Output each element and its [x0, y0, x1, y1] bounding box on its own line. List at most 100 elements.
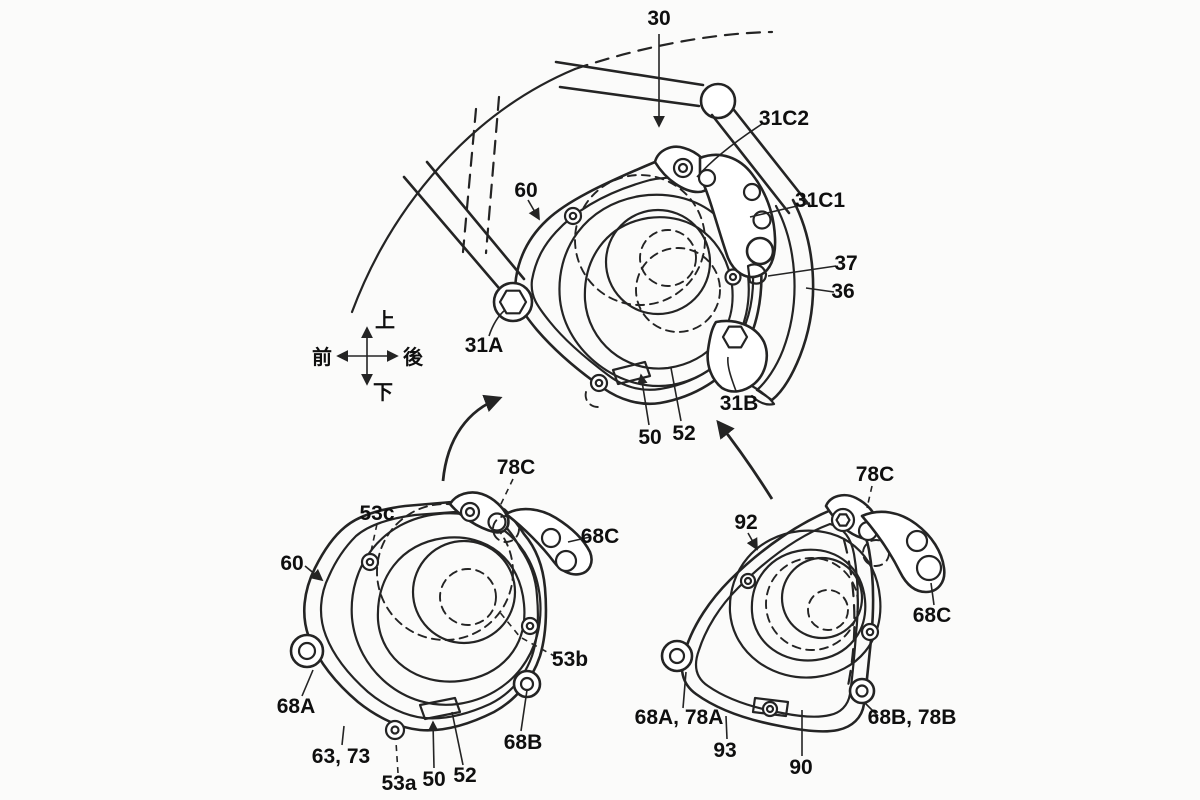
- rim-bolt-bottom: [589, 373, 609, 393]
- member-36-inner-edge: [755, 204, 796, 392]
- bolt-31A-hex: [498, 289, 528, 315]
- label-52-main: 52: [672, 422, 695, 445]
- leader-50-left: [427, 720, 439, 769]
- bracket-31C2-bolt-center: [677, 162, 689, 174]
- label-92: 92: [734, 511, 757, 534]
- left-bolt-top-center: [365, 557, 375, 567]
- label-68C-left: 68C: [581, 525, 620, 548]
- right-cover-bulge-inner: [750, 548, 867, 662]
- left-bracket-78C-bolt: [459, 501, 481, 523]
- label-68A-78A: 68A, 78A: [635, 706, 724, 729]
- left-cover-bottom-tab: [418, 696, 462, 721]
- frame-vertical-tube-edge1: [484, 95, 501, 255]
- right-cover-center-boss: [780, 556, 864, 640]
- right-bolt-bottom: [761, 700, 779, 718]
- right-frame-outer-edge: [680, 506, 875, 733]
- left-bolt-right-center: [525, 621, 535, 631]
- gusset-31B-hex-bolt: [721, 325, 749, 349]
- frame-ball-joint: [699, 82, 737, 120]
- right-boss-68A-78A-inner: [668, 647, 686, 665]
- label-60-left: 60: [280, 552, 303, 575]
- leader-53c: [369, 523, 378, 557]
- right-boss-68A-78A-outer: [660, 639, 694, 673]
- right-frame-bottom-tab: [751, 696, 790, 718]
- cover-bottom-tab: [611, 360, 652, 386]
- compass-rear-label: 後: [403, 345, 424, 369]
- label-52-left: 52: [453, 764, 476, 787]
- right-cover-bulge-outline: [728, 529, 882, 679]
- leader-50-main: [637, 373, 650, 426]
- left-hidden-circle-small: [439, 568, 497, 626]
- right-frame-hidden-edge: [842, 538, 856, 688]
- left-boss-68A-outer: [289, 633, 325, 669]
- left-cover-bulge-outline: [350, 512, 542, 706]
- leader-68A-78A: [682, 671, 687, 709]
- leader-60-main: [527, 199, 540, 221]
- leader-36: [805, 287, 835, 293]
- left-bolt-bottom-center: [390, 725, 400, 735]
- member-36-outer-edge: [770, 198, 815, 402]
- label-68B-78B: 68B, 78B: [868, 706, 957, 729]
- leader-31A: [488, 309, 506, 337]
- cover-hidden-circle-mid: [635, 247, 721, 333]
- leader-68B-78B: [863, 701, 879, 717]
- compass-front-label: 前: [312, 345, 332, 369]
- label-53a: 53a: [381, 772, 416, 795]
- cover-hidden-circle-large: [574, 174, 706, 306]
- left-bolt-top: [360, 552, 380, 572]
- label-78C-right: 78C: [856, 463, 895, 486]
- frame-arc-dashed: [573, 30, 774, 71]
- label-50-main: 50: [638, 426, 661, 449]
- frame-top-tube-upper-edge: [554, 60, 705, 87]
- right-bolt-bottom-center: [765, 704, 775, 714]
- frame-vertical-tube-edge2: [461, 107, 478, 254]
- rim-bolt-right: [724, 268, 742, 286]
- leader-93: [725, 715, 728, 740]
- label-78C-left: 78C: [497, 456, 536, 479]
- assembly-arrow-left: [441, 394, 503, 482]
- leader-52-main: [670, 367, 682, 422]
- right-bracket-78C-bolt-hex: [835, 513, 851, 527]
- rim-bolt-top-left-center: [568, 211, 578, 221]
- leader-60-left: [304, 565, 324, 582]
- left-cover-bulge-inner: [376, 536, 526, 683]
- leader-78C-right: [866, 485, 873, 509]
- leader-31C2: [696, 123, 763, 178]
- right-boss-68B-78B-inner: [855, 684, 869, 698]
- frame-diagonal-tube-edge2: [425, 160, 526, 281]
- label-93: 93: [713, 739, 736, 762]
- left-cover-center-boss: [411, 539, 517, 645]
- leader-52-left: [451, 711, 464, 766]
- compass-down-label: 下: [373, 380, 393, 404]
- bracket-hole-37: [745, 236, 775, 266]
- frame-down-tube-edge2: [732, 108, 812, 208]
- left-bolt-bottom: [384, 719, 406, 741]
- label-68A: 68A: [277, 695, 316, 718]
- leader-92: [746, 532, 758, 551]
- left-bracket-68C-hole-2: [554, 549, 578, 573]
- right-bolt-mid: [860, 622, 880, 642]
- leader-78C-left: [499, 478, 514, 507]
- label-31B: 31B: [720, 392, 759, 415]
- compass-up-label: 上: [375, 308, 395, 332]
- label-63-73: 63, 73: [312, 745, 370, 768]
- left-bracket-hidden-circle: [492, 515, 520, 543]
- label-31A: 31A: [465, 334, 504, 357]
- right-boss-68B-78B-outer: [848, 677, 876, 705]
- gusset-31B-plate: [706, 319, 768, 393]
- left-boss-68B-outer: [512, 669, 542, 699]
- left-bracket-68C-hole-1: [540, 527, 562, 549]
- right-figure: 78C 92 68C 68A, 78A 93 90 68B, 78B: [635, 463, 957, 779]
- gusset-31B-tail: [750, 384, 776, 406]
- direction-compass: 上 下 前 後: [312, 308, 424, 404]
- bracket-31C2-bolt: [672, 157, 694, 179]
- leader-68C-left: [567, 536, 591, 543]
- left-boss-68A-inner: [297, 641, 317, 661]
- right-bracket-68C-hole-1: [905, 529, 929, 553]
- leader-31C1: [749, 202, 811, 218]
- leader-53b: [497, 609, 557, 658]
- right-bolt-mid-center: [865, 627, 875, 637]
- leader-37: [767, 265, 837, 277]
